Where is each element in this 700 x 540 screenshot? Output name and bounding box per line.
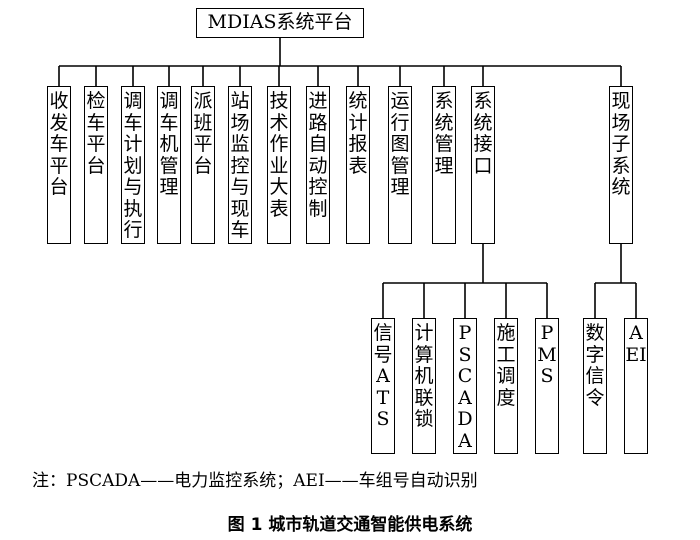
node-label: 系统接口 [473,90,493,177]
node-label: 调车机管理 [159,90,179,198]
node-label: 数字信令 [585,322,605,409]
node-label: 现场子系统 [611,90,631,198]
node-label: 站场监控与现车 [230,90,250,241]
node-label: 信号ATS [373,322,393,430]
root-label: MDIAS系统平台 [207,11,353,33]
node-label: AEI [625,322,647,366]
node-digital-signaling: 数字信令 [583,318,607,454]
node-shoufache-platform: 收发车平台 [47,86,71,244]
node-dispatch-platform: 派班平台 [191,86,215,244]
footnote: 注：PSCADA——电力监控系统；AEI——车组号自动识别 [32,471,478,491]
root-node: MDIAS系统平台 [196,8,364,38]
node-yard-monitor: 站场监控与现车 [228,86,252,244]
node-system-interface: 系统接口 [471,86,495,244]
node-construction-dispatch: 施工调度 [494,318,518,454]
node-label: 调车计划与执行 [123,90,143,241]
node-tech-ops-table: 技术作业大表 [267,86,291,244]
node-route-control: 进路自动控制 [306,86,330,244]
figure-caption: 图 1 城市轨道交通智能供电系统 [227,515,473,535]
node-label: 施工调度 [496,322,516,409]
node-label: 进路自动控制 [308,90,328,220]
node-signal-ats: 信号ATS [371,318,395,454]
node-shunting-plan: 调车计划与执行 [121,86,145,244]
node-shunting-machine: 调车机管理 [157,86,181,244]
node-label: 系统管理 [434,90,454,177]
node-jianche-platform: 检车平台 [84,86,108,244]
node-timetable-mgmt: 运行图管理 [388,86,412,244]
node-label: 派班平台 [193,90,213,177]
node-label: 检车平台 [86,90,106,177]
node-aei: AEI [624,318,648,454]
node-computer-interlock: 计算机联锁 [412,318,436,454]
node-system-mgmt: 系统管理 [432,86,456,244]
node-pms: PMS [535,318,559,454]
node-label: 运行图管理 [390,90,410,198]
node-label: PMS [537,322,557,387]
node-pscada: PSCADA [453,318,477,454]
node-label: 统计报表 [348,90,368,177]
node-label: 技术作业大表 [269,90,289,220]
node-statistics-report: 统计报表 [346,86,370,244]
node-label: PSCADA [457,322,473,452]
node-field-subsystem: 现场子系统 [609,86,633,244]
node-label: 计算机联锁 [414,322,434,430]
node-label: 收发车平台 [49,90,69,198]
